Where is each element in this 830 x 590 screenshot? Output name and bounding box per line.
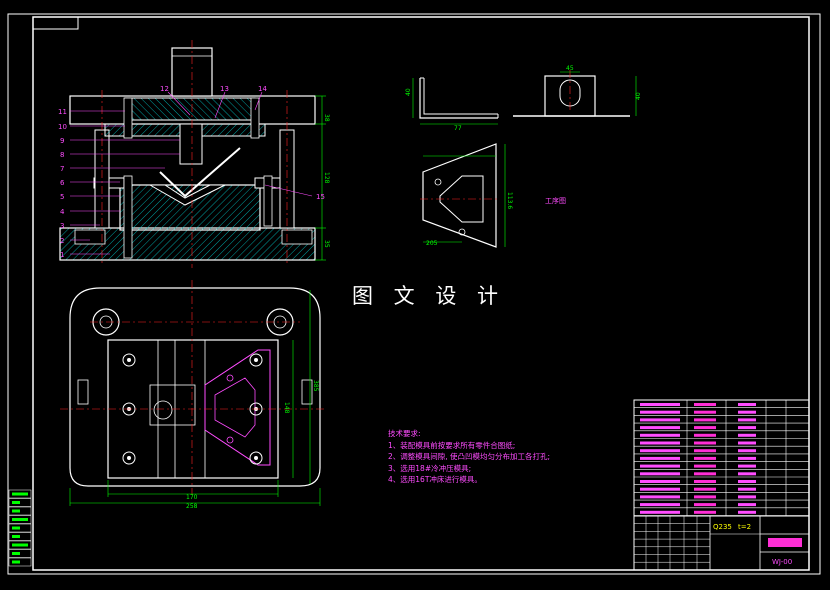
layer-legend: [8, 489, 32, 567]
label-9: 9: [60, 137, 64, 145]
note-line: 4、选用16T冲床进行模具。: [388, 475, 482, 484]
dim-side-height: 40: [635, 92, 642, 100]
corner-tag: [32, 16, 79, 30]
dim-blank-height: 113.6: [506, 192, 513, 209]
material-text: Q235: [713, 523, 732, 531]
part-blank-view: [420, 143, 506, 248]
dim-side-width: 45: [566, 65, 574, 72]
dim-plan-inner-width: 170: [186, 494, 198, 501]
outer-border: [7, 13, 821, 575]
label-10: 10: [58, 123, 67, 131]
part-side-view: [513, 70, 637, 117]
dim-plan-inner-height: 148: [283, 402, 290, 414]
dim-plan-outer-width: 258: [186, 503, 198, 510]
label-1: 1: [60, 251, 64, 259]
note-line: 3、选用18#冷冲压模具;: [388, 463, 472, 473]
process-label: 工序图: [545, 197, 566, 205]
inner-border: [32, 16, 810, 571]
label-3: 3: [60, 222, 64, 230]
dim-part-height: 40: [405, 88, 412, 96]
label-15: 15: [316, 193, 325, 201]
title-block: [633, 399, 810, 571]
technical-notes: 技术要求: 1、装配模具前按要求所有零件合图纸; 2、调整模具间隙, 使凸凹模均…: [388, 428, 550, 486]
label-4: 4: [60, 208, 65, 216]
label-14: 14: [258, 85, 267, 93]
label-6: 6: [60, 179, 65, 187]
note-line: 1、装配模具前按要求所有零件合图纸;: [388, 440, 516, 450]
label-8: 8: [60, 151, 64, 159]
dim-plan-height: 385: [312, 380, 319, 392]
drawing-title: 图 文 设 计: [352, 284, 506, 308]
dim-front-mid: 128: [323, 172, 330, 184]
dim-blank-width: 205: [426, 240, 438, 247]
dim-part-width: 77: [454, 125, 462, 132]
plan-view: [60, 280, 325, 506]
label-7: 7: [60, 165, 64, 173]
label-13: 13: [220, 85, 229, 93]
note-line: 2、调整模具间隙, 使凸凹模均匀分布加工各打孔;: [388, 452, 551, 461]
label-2: 2: [60, 237, 64, 245]
label-11: 11: [58, 108, 67, 116]
notes-title: 技术要求:: [388, 429, 421, 438]
dim-front-bottom: 35: [323, 240, 330, 248]
label-5: 5: [60, 193, 64, 201]
label-12: 12: [160, 85, 169, 93]
drawing-number: WJ-00: [772, 558, 793, 566]
front-section-view: [59, 40, 326, 268]
part-front-view: [412, 77, 499, 125]
thickness-text: t=2: [738, 523, 752, 531]
dim-front-height: 38: [323, 114, 330, 122]
